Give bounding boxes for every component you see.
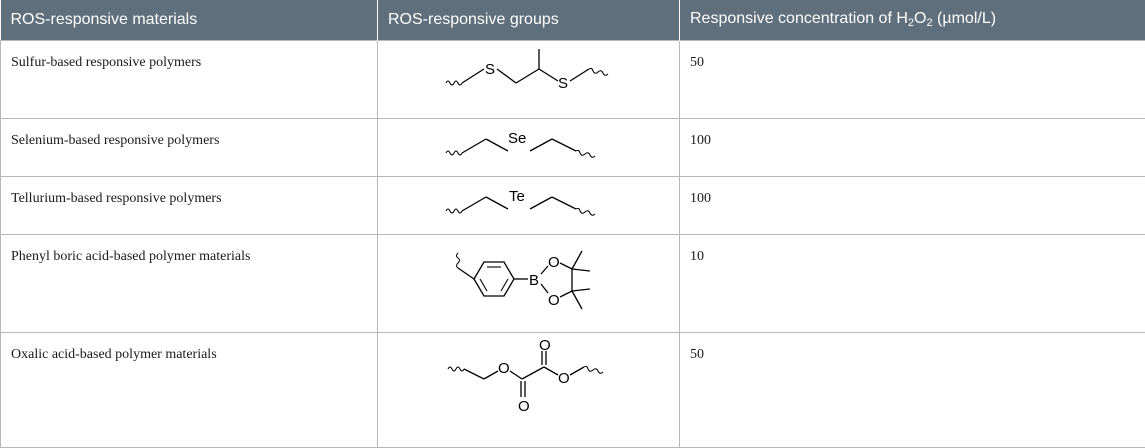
phenyl-boronic-ester-structure: B O O — [444, 241, 614, 323]
selenium-group-structure: Se — [444, 125, 614, 161]
concentration-cell: 100 — [680, 176, 1145, 234]
concentration-cell: 10 — [680, 234, 1145, 332]
svg-text:Te: Te — [509, 188, 525, 205]
svg-text:Se: Se — [508, 130, 526, 147]
concentration-cell: 100 — [680, 118, 1145, 176]
material-cell: Phenyl boric acid-based polymer material… — [1, 234, 378, 332]
table-row: Selenium-based responsive polymers Se 10… — [1, 118, 1145, 176]
sulfur-group-structure: S S — [444, 47, 614, 97]
svg-text:O: O — [548, 292, 560, 309]
material-cell: Selenium-based responsive polymers — [1, 118, 378, 176]
header-row: ROS-responsive materials ROS-responsive … — [1, 0, 1145, 40]
tellurium-group-structure: Te — [444, 183, 614, 219]
svg-text:B: B — [529, 272, 539, 289]
structure-cell: Te — [378, 176, 680, 234]
header-concentration: Responsive concentration of H2O2 (µmol/L… — [680, 0, 1145, 40]
svg-text:O: O — [539, 339, 551, 354]
svg-text:O: O — [498, 360, 510, 377]
table-row: Tellurium-based responsive polymers Te 1… — [1, 176, 1145, 234]
table-row: Phenyl boric acid-based polymer material… — [1, 234, 1145, 332]
table-row: Sulfur-based responsive polymers S S 50 — [1, 40, 1145, 118]
svg-text:O: O — [548, 254, 560, 271]
oxalate-ester-structure: O O O O — [444, 339, 614, 413]
structure-cell: B O O — [378, 234, 680, 332]
svg-text:O: O — [518, 398, 530, 413]
material-cell: Tellurium-based responsive polymers — [1, 176, 378, 234]
structure-cell: O O O O — [378, 332, 680, 447]
svg-text:O: O — [558, 370, 570, 387]
structure-cell: Se — [378, 118, 680, 176]
header-materials: ROS-responsive materials — [1, 0, 378, 40]
material-cell: Oxalic acid-based polymer materials — [1, 332, 378, 447]
material-cell: Sulfur-based responsive polymers — [1, 40, 378, 118]
svg-text:S: S — [485, 61, 495, 78]
table-row: Oxalic acid-based polymer materials O O … — [1, 332, 1145, 447]
structure-cell: S S — [378, 40, 680, 118]
concentration-cell: 50 — [680, 40, 1145, 118]
header-groups: ROS-responsive groups — [378, 0, 680, 40]
concentration-cell: 50 — [680, 332, 1145, 447]
svg-text:S: S — [558, 75, 568, 92]
